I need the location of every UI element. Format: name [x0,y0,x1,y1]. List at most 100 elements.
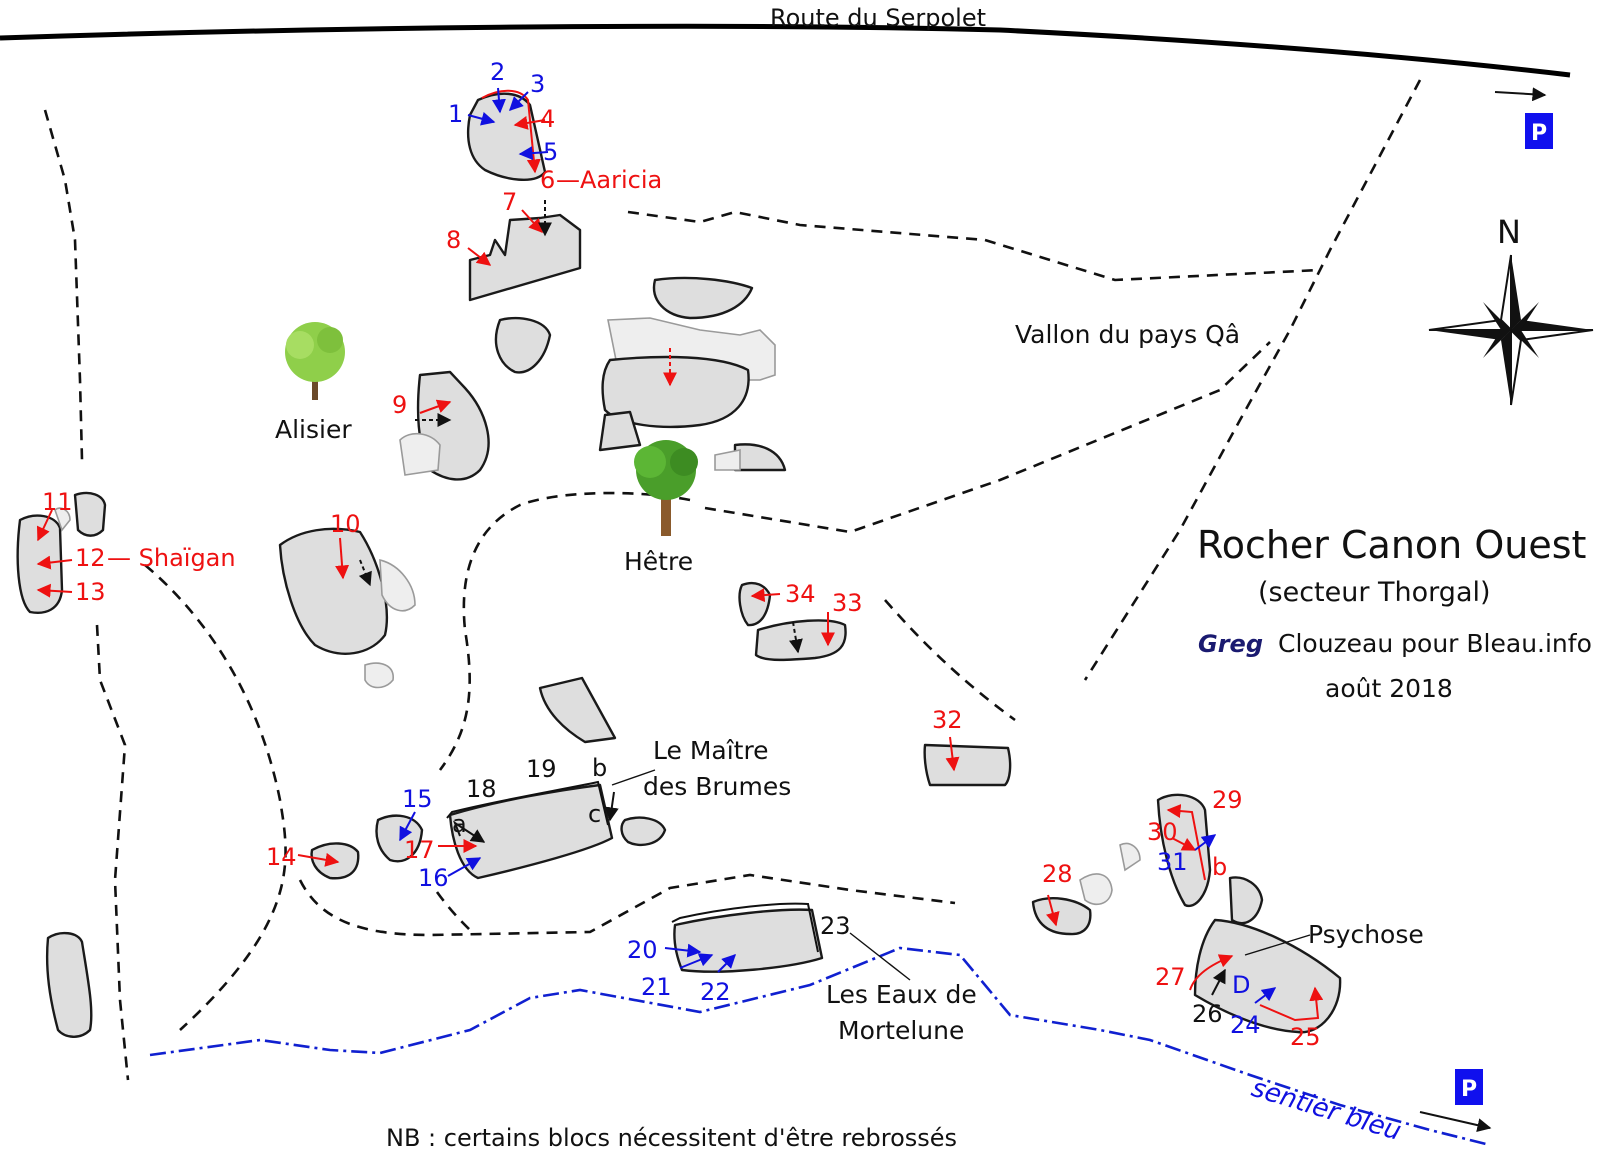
road-label: Route du Serpolet [770,4,986,32]
problem-9[interactable]: 9 [392,391,407,419]
boulder-11-ghost [54,507,71,532]
sentier-bleu-label: sentier bleu [1248,1073,1405,1147]
problem-15[interactable]: 15 [402,785,433,813]
problem-23[interactable]: 23 [820,912,851,940]
boulder-1-6 [466,92,547,182]
boulder-ghost-3 [714,449,741,471]
hetre-tree-icon [634,440,698,536]
problem-8[interactable]: 8 [446,226,461,254]
compass-rose-icon [1428,254,1594,406]
problem-1[interactable]: 1 [448,100,463,128]
eaux-label-2[interactable]: Mortelune [838,1016,964,1045]
trail-middle [704,341,1271,534]
hetre-label: Hêtre [624,547,693,576]
alisier-label: Alisier [275,415,352,444]
problem-24[interactable]: 24 [1230,1011,1261,1039]
boulder-top-slab [652,276,754,320]
problem-11[interactable]: 11 [42,488,73,516]
boulder-far-west [45,931,93,1038]
footnote: NB : certains blocs nécessitent d'être r… [386,1124,957,1151]
problem-12[interactable]: 12 [75,544,106,572]
boulder-small-4 [620,816,667,846]
problem-33[interactable]: 33 [832,589,863,617]
problem-16[interactable]: 16 [418,864,449,892]
boulder-11-side [73,491,107,537]
parking-icon-bottom: P [1455,1069,1483,1105]
boulder-28 [1031,897,1092,936]
problem-32[interactable]: 32 [932,706,963,734]
signature: Greg [1198,630,1263,658]
problem-30[interactable]: 30 [1147,818,1178,846]
boulder-small-1 [494,316,552,374]
problem-18[interactable]: 18 [466,775,497,803]
boulder-9-ghost [399,432,441,476]
eaux-line [671,902,819,953]
problem-17[interactable]: 17 [404,836,435,864]
trail-short-16 [435,891,471,931]
variant-b: b [592,754,607,782]
problem-4[interactable]: 4 [540,105,555,133]
problem-28[interactable]: 28 [1042,860,1073,888]
variant-b2: b [1212,853,1227,881]
trail-east-diag [1083,79,1422,681]
problem-22[interactable]: 22 [700,978,731,1006]
problem-19[interactable]: 19 [526,755,557,783]
trail-south [298,873,956,937]
boulder-28-ghost [1079,873,1113,906]
trail-west [43,109,84,461]
svg-text:P: P [1461,1077,1477,1102]
trail-west-lower [95,624,130,1081]
shaigan-label[interactable]: — Shaïgan [107,544,236,572]
variant-a: a [452,810,467,838]
boulder-10 [278,527,389,655]
boulder-small-3 [733,443,787,472]
aaricia-label[interactable]: —Aaricia [556,166,662,194]
variant-c: c [588,800,601,828]
parking-top-arrow [1494,87,1547,102]
problem-21[interactable]: 21 [641,973,672,1001]
problem-7[interactable]: 7 [502,188,517,216]
boulder-small-5 [1228,876,1264,925]
maitre-label-1[interactable]: Le Maître [653,736,769,765]
problem-5[interactable]: 5 [543,138,558,166]
psychose-label[interactable]: Psychose [1308,920,1424,949]
svg-text:P: P [1531,121,1547,146]
boulder-10-ghost-b [364,662,394,689]
eaux-label-1[interactable]: Les Eaux de [826,980,977,1009]
north-label: N [1497,213,1521,251]
problem-2[interactable]: 2 [490,58,505,86]
maitre-leader [611,769,656,786]
sentier-bleu [149,946,1491,1147]
variant-d: D [1232,971,1250,999]
eaux-leader [849,932,911,981]
boulder-32 [923,743,1012,787]
boulder-slab-mid [538,676,617,744]
problem-13[interactable]: 13 [75,578,106,606]
vallon-label: Vallon du pays Qâ [1015,320,1240,349]
problem-arrows [36,87,1324,1022]
problem-31[interactable]: 31 [1157,848,1188,876]
problem-27[interactable]: 27 [1155,963,1186,991]
problem-20[interactable]: 20 [627,936,658,964]
problem-10[interactable]: 10 [330,510,361,538]
trail-diag-left [144,564,287,1031]
maitre-label-2[interactable]: des Brumes [643,772,791,801]
map-subtitle: (secteur Thorgal) [1258,577,1491,608]
problem-6[interactable]: 6 [540,166,555,194]
road-line [0,23,1571,78]
boulder-big-center [601,355,750,429]
alisier-tree-icon [285,322,345,400]
problem-29[interactable]: 29 [1212,786,1243,814]
trail-loop-center [438,491,691,771]
problem-26[interactable]: 26 [1192,1000,1223,1028]
boulder-29-ghost [1119,842,1141,872]
boulder-7-8 [468,213,582,302]
trail-north [627,210,1321,282]
boulder-10-ghost [379,558,416,612]
problem-34[interactable]: 34 [785,580,816,608]
problem-3[interactable]: 3 [530,70,545,98]
date-label: août 2018 [1325,674,1453,703]
problem-25[interactable]: 25 [1290,1023,1321,1051]
problem-14[interactable]: 14 [266,843,297,871]
problem-labels: 1 2 3 4 5 6 —Aaricia 7 8 9 10 11 12 — Sh… [42,58,1424,1051]
